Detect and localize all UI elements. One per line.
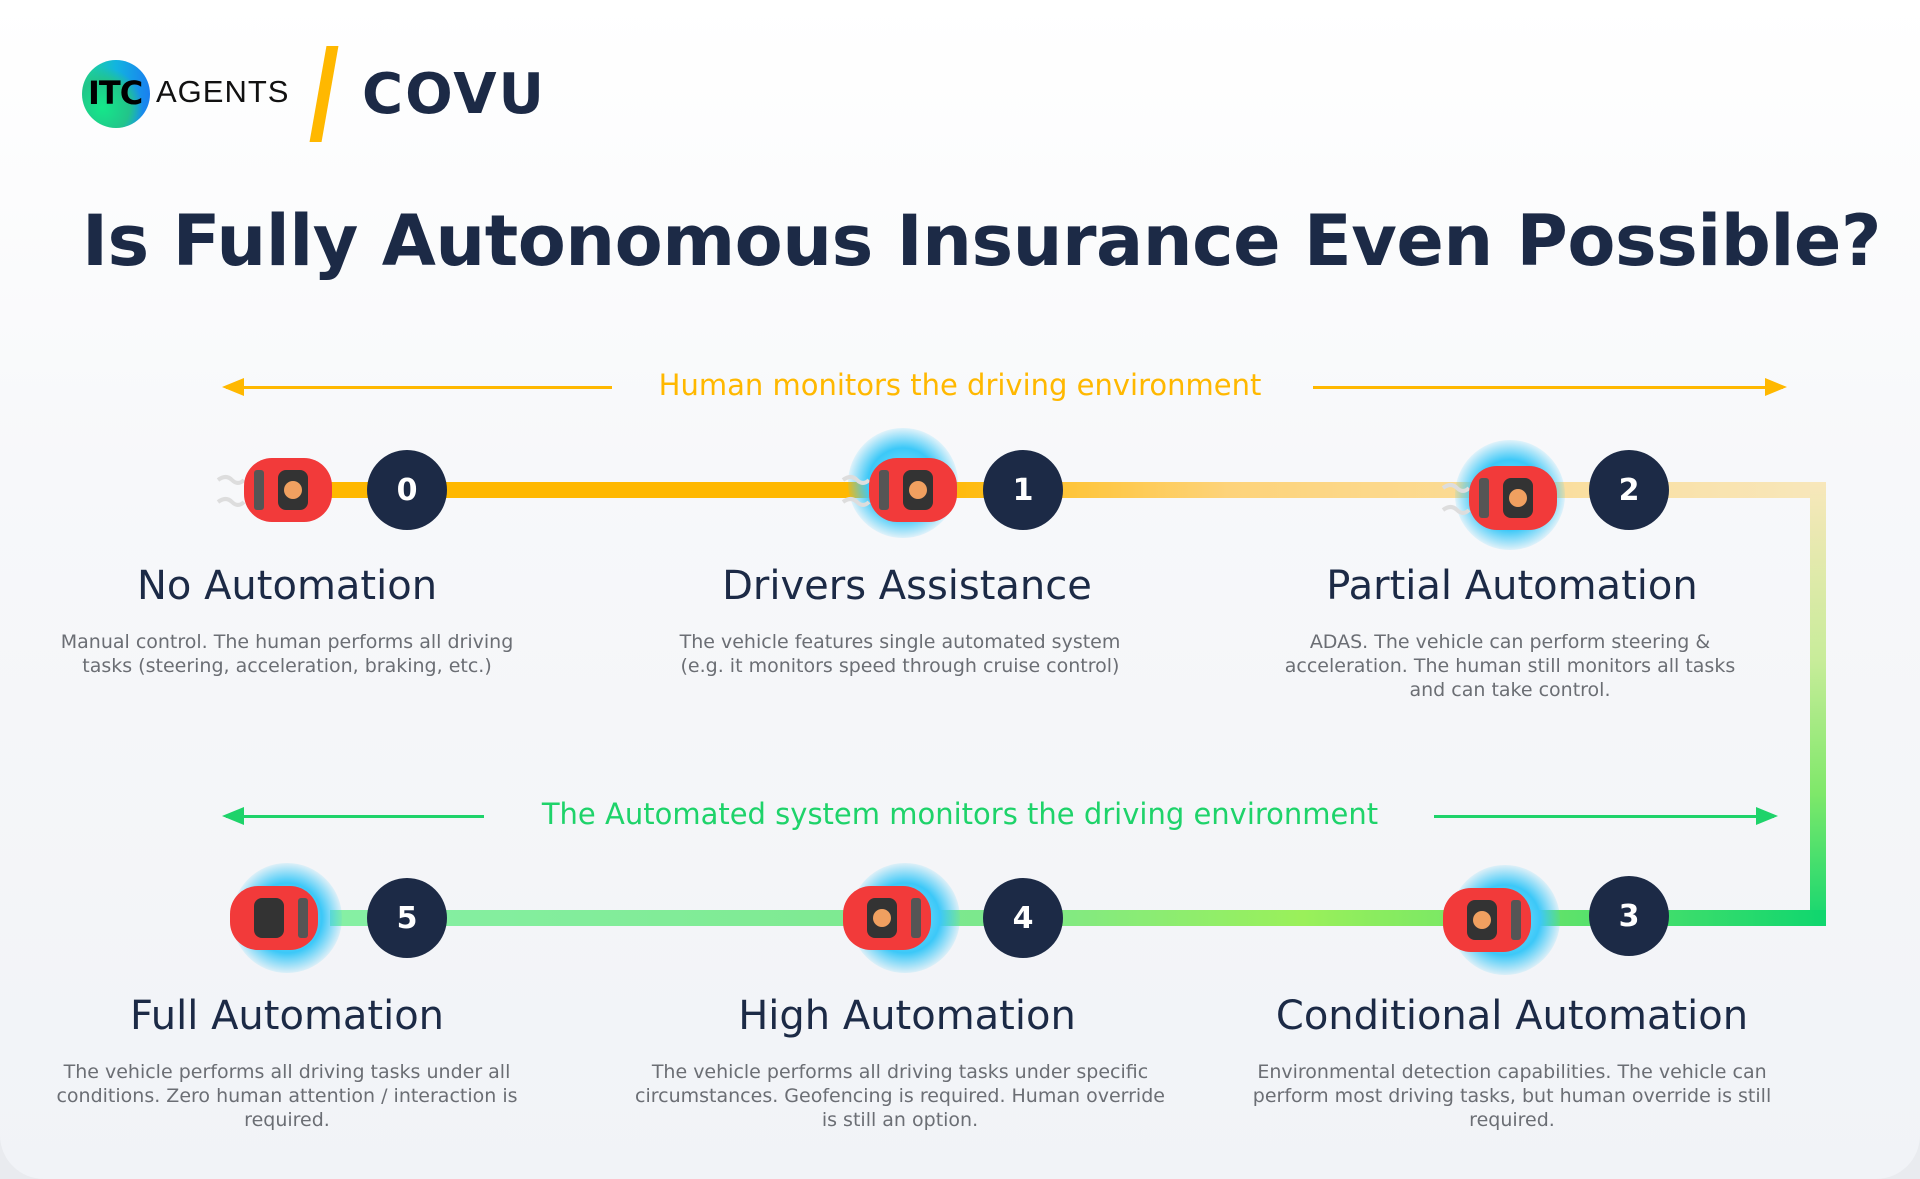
stage-description: The vehicle features single automated sy… bbox=[679, 631, 1121, 677]
level-badge: 3 bbox=[1589, 876, 1669, 956]
car-icon bbox=[841, 458, 957, 522]
stage-title: Conditional Automation bbox=[1275, 993, 1749, 1039]
left-arrow-icon bbox=[222, 378, 612, 396]
agents-logo-text: AGENTS bbox=[156, 74, 290, 109]
covu-logo: COVU bbox=[362, 62, 547, 127]
right-arrow-icon bbox=[1313, 378, 1787, 396]
stage-title: High Automation bbox=[738, 993, 1076, 1039]
left-arrow-icon bbox=[222, 807, 484, 825]
stage-description: The vehicle performs all driving tasks u… bbox=[635, 1061, 1165, 1131]
car-icon bbox=[230, 886, 318, 950]
itc-logo-icon bbox=[82, 60, 150, 128]
car-icon bbox=[843, 886, 931, 950]
car-icon bbox=[1441, 466, 1557, 530]
stage-description: ADAS. The vehicle can perform steering &… bbox=[1284, 631, 1736, 701]
stage-description: The vehicle performs all driving tasks u… bbox=[56, 1061, 518, 1131]
stage-title: Full Automation bbox=[129, 993, 445, 1039]
level-badge: 4 bbox=[983, 878, 1063, 958]
level-badge: 2 bbox=[1589, 450, 1669, 530]
stage-description: Manual control. The human performs all d… bbox=[60, 631, 514, 677]
human-band-label: Human monitors the driving environment bbox=[658, 368, 1262, 402]
level-badge: 5 bbox=[367, 878, 447, 958]
stage-title: No Automation bbox=[136, 563, 438, 609]
stage-title: Partial Automation bbox=[1326, 563, 1698, 609]
stage-description: Environmental detection capabilities. Th… bbox=[1252, 1061, 1772, 1131]
logo-divider bbox=[309, 46, 339, 142]
automated-band-label: The Automated system monitors the drivin… bbox=[541, 797, 1379, 831]
car-icon bbox=[216, 458, 332, 522]
itc-logo-text: ITC bbox=[88, 74, 143, 112]
level-badge: 1 bbox=[983, 450, 1063, 530]
level-badge: 0 bbox=[367, 450, 447, 530]
stage-title: Drivers Assistance bbox=[722, 563, 1092, 609]
right-arrow-icon bbox=[1434, 807, 1778, 825]
page-title: Is Fully Autonomous Insurance Even Possi… bbox=[82, 200, 1881, 282]
car-icon bbox=[1443, 888, 1531, 952]
track-vertical bbox=[1810, 482, 1826, 926]
